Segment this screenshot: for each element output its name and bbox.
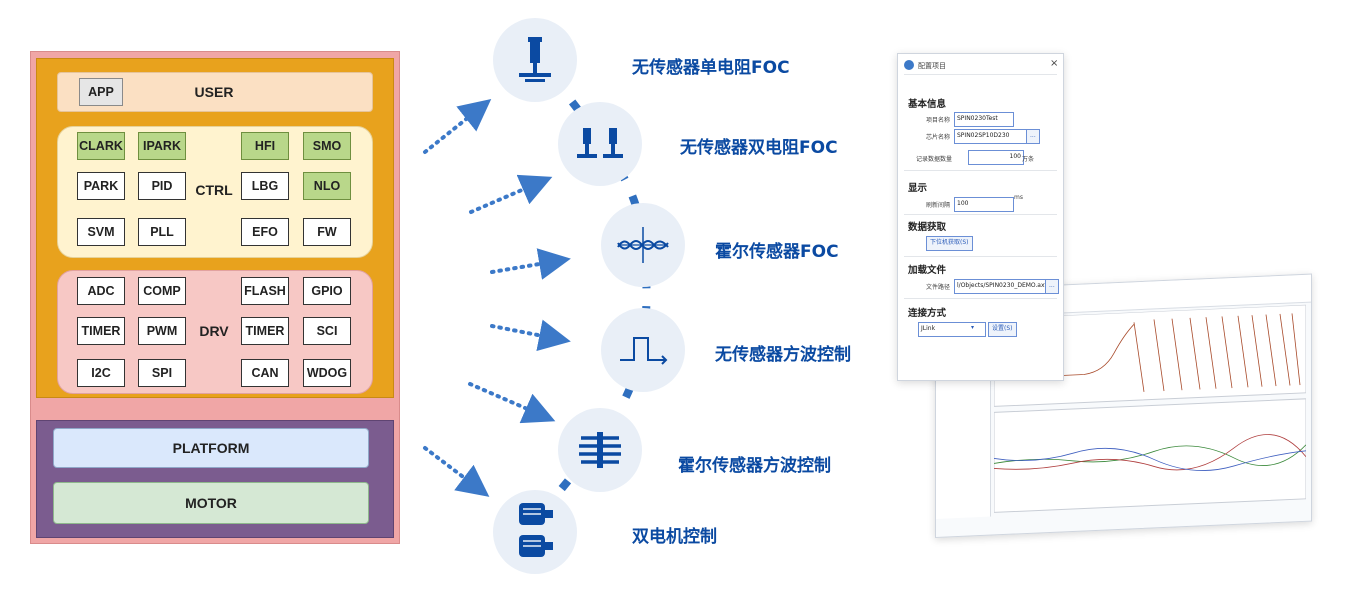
ctrl-module: PID [138,172,186,200]
drv-module: CAN [241,359,289,387]
refresh-unit: ms [1014,194,1023,201]
drv-module: COMP [138,277,186,305]
chip-name-label: 芯片名称 [926,134,951,141]
drv-label: DRV [199,323,229,339]
record-count-label: 记录数据数量 [916,156,953,163]
file-path-input[interactable]: l/Objects/SPIN0230_DEMO.axf [954,279,1048,294]
dual-resistor-icon [577,128,623,158]
ctrl-label: CTRL [195,182,233,198]
ctrl-module: CLARK [77,132,125,160]
divider [904,74,1057,75]
arrow-3 [490,248,571,280]
arrow-1 [423,99,492,154]
feature-label-1: 无传感器单电阻FOC [632,58,790,78]
node-hall-square [558,408,642,492]
node-dual-resistor [558,102,642,186]
single-resistor-icon [519,37,551,82]
record-count-input[interactable]: 100 [968,150,1024,165]
drv-module: ADC [77,277,125,305]
arrow-5 [468,382,556,424]
drv-module: PWM [138,317,186,345]
drv-module: SPI [138,359,186,387]
ctrl-module: LBG [241,172,289,200]
section-display: 显示 [908,183,928,194]
section-connect: 连接方式 [908,308,947,319]
connect-settings-button[interactable]: 设置(S) [988,322,1017,337]
ctrl-module: SMO [303,132,351,160]
node-dual-motor [493,490,577,574]
dialog-title: 配置项目 [918,62,946,70]
divider [904,298,1057,299]
ctrl-module: SVM [77,218,125,246]
arrow-4 [490,319,571,352]
chip-browse-button[interactable]: ... [1026,129,1040,144]
node-sensorless-square [601,308,685,392]
feature-label-4: 无传感器方波控制 [715,345,851,365]
divider [904,256,1057,257]
drv-module: WDOG [303,359,351,387]
motor-bar: MOTOR [53,482,369,524]
chip-name-input[interactable]: SPIN02SP10D230 [954,129,1028,144]
feature-label-6: 双电机控制 [632,527,717,547]
plot-window-screenshot [935,273,1312,538]
project-name-input[interactable]: SPIN0230Test [954,112,1014,127]
sine-wave-icon [617,227,669,263]
ctrl-module: EFO [241,218,289,246]
dual-motor-icon [519,503,553,557]
square-wave-icon [620,337,668,365]
drv-module: TIMER [241,317,289,345]
ctrl-module: IPARK [138,132,186,160]
user-label: USER [194,84,234,100]
app-logo-icon [904,60,914,70]
drv-module: GPIO [303,277,351,305]
feature-label-2: 无传感器双电阻FOC [680,138,838,158]
node-single-resistor [493,18,577,102]
ctrl-module: NLO [303,172,351,200]
arrow-2 [469,174,553,214]
section-basic: 基本信息 [908,99,947,110]
close-icon[interactable]: × [1050,58,1059,69]
drv-module: FLASH [241,277,289,305]
feature-label-3: 霍尔传感器FOC [715,242,839,262]
config-dialog: 配置项目 × 基本信息 项目名称 SPIN0230Test 芯片名称 SPIN0… [897,53,1064,381]
coil-icon [579,432,621,468]
ctrl-module: HFI [241,132,289,160]
divider [904,170,1057,171]
platform-bar: PLATFORM [53,428,369,468]
node-hall-foc [601,203,685,287]
chevron-down-icon[interactable]: ▾ [971,324,975,331]
ctrl-module: FW [303,218,351,246]
project-name-label: 项目名称 [926,117,951,124]
ctrl-module: PARK [77,172,125,200]
refresh-input[interactable]: 100 [954,197,1014,212]
app-module: APP [79,78,123,106]
file-browse-button[interactable]: ... [1045,279,1059,294]
divider [904,214,1057,215]
ctrl-module: PLL [138,218,186,246]
drv-module: I2C [77,359,125,387]
section-data: 数据获取 [908,222,947,233]
section-load: 加载文件 [908,265,947,276]
refresh-label: 刷新间隔 [926,202,951,209]
fetch-data-button[interactable]: 下位机获取(S) [926,236,973,251]
feature-label-5: 霍尔传感器方波控制 [678,456,831,476]
drv-module: SCI [303,317,351,345]
drv-module: TIMER [77,317,125,345]
file-path-label: 文件路径 [926,284,951,291]
connect-select[interactable]: JLink [918,322,986,337]
record-count-unit: 万条 [1022,156,1035,163]
arrow-6 [423,446,490,497]
plot-area [994,304,1306,513]
